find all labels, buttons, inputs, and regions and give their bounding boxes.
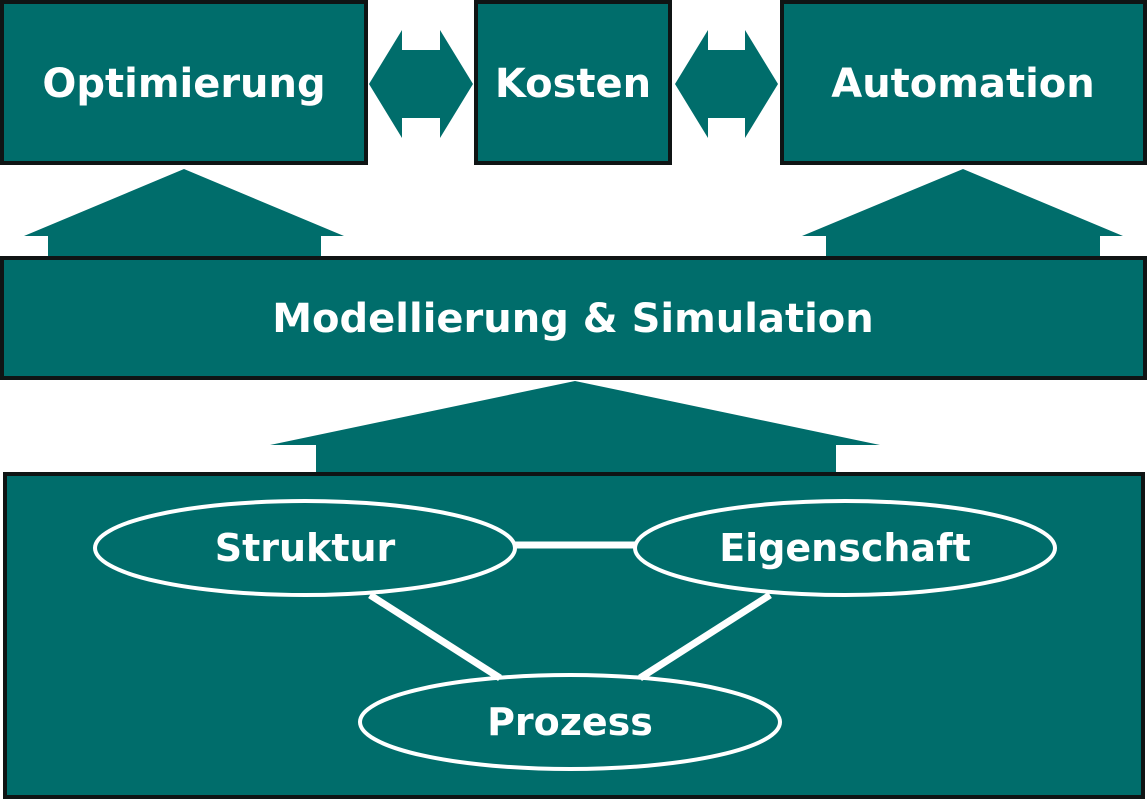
automation-box — [780, 0, 1147, 165]
link-struktur-prozess — [368, 592, 502, 681]
kosten-label: Kosten — [495, 61, 651, 107]
bottom-panel — [3, 472, 1145, 799]
up-arrow-to-optimierung-icon — [24, 169, 344, 256]
double-arrow-optimierung-kosten-icon — [369, 30, 473, 138]
optimierung-label: Optimierung — [42, 61, 325, 107]
kosten-box — [474, 0, 672, 165]
prozess-ellipse — [358, 673, 782, 771]
prozess-label: Prozess — [487, 700, 653, 744]
up-arrow-to-modellierung-icon — [270, 381, 880, 475]
modellierung-simulation-label: Modellierung & Simulation — [272, 296, 874, 342]
automation-label: Automation — [831, 61, 1095, 107]
struktur-ellipse — [93, 499, 517, 597]
double-arrow-kosten-automation-icon — [675, 30, 778, 138]
link-eigenschaft-prozess — [638, 592, 772, 681]
modellierung-simulation-box — [0, 256, 1147, 380]
up-arrow-to-automation-icon — [802, 169, 1123, 256]
optimierung-box — [0, 0, 368, 165]
eigenschaft-label: Eigenschaft — [719, 526, 971, 570]
eigenschaft-ellipse — [633, 499, 1057, 597]
struktur-label: Struktur — [215, 526, 396, 570]
